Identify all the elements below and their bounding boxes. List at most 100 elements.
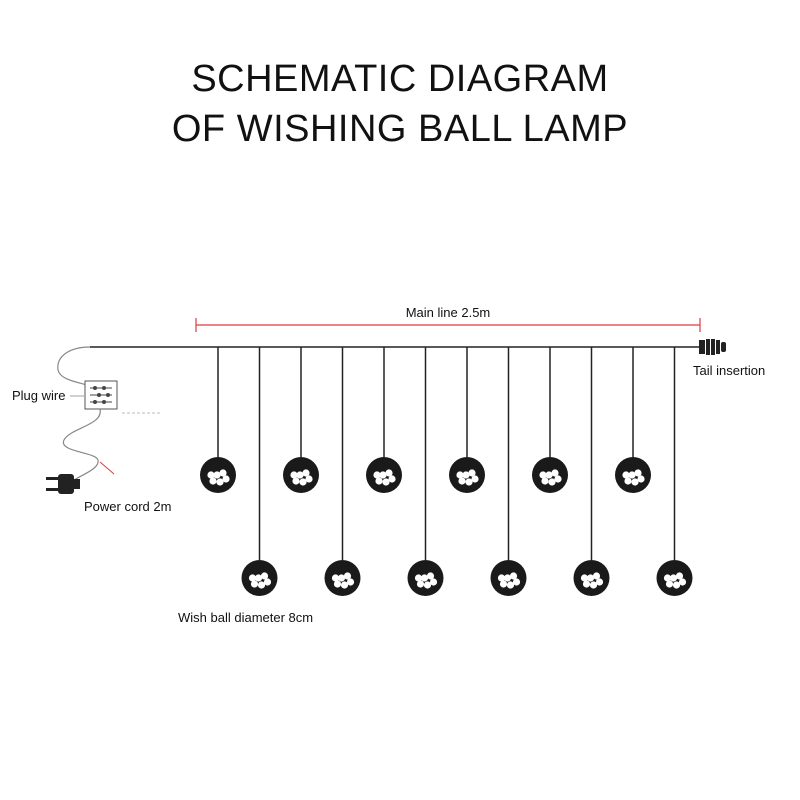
wish-ball (366, 457, 402, 493)
main-line-dimension (195, 318, 701, 332)
wish-ball (615, 457, 651, 493)
bulb (506, 581, 515, 589)
bulb (458, 477, 466, 485)
bulb (382, 478, 390, 486)
bulb (299, 478, 307, 486)
bulb (219, 469, 227, 477)
bulb (628, 471, 636, 479)
bulb (539, 471, 547, 479)
bulb (586, 574, 595, 582)
bulb (305, 475, 313, 483)
bulb (637, 475, 645, 483)
bulb (260, 572, 269, 580)
bulb (416, 580, 425, 588)
bulb (375, 477, 383, 485)
bulb (292, 477, 300, 485)
bulb (213, 471, 221, 479)
bulb (250, 580, 259, 588)
bulb (420, 574, 429, 582)
bulb (595, 578, 604, 586)
bulb (331, 574, 340, 582)
bulb (456, 471, 464, 479)
bulb (207, 471, 215, 479)
wish-ball (283, 457, 319, 493)
bulb (388, 475, 396, 483)
bulb (672, 581, 681, 589)
power-cord-leader (99, 461, 115, 475)
bulb (503, 574, 512, 582)
bulb (423, 581, 432, 589)
bulb (678, 578, 687, 586)
power-plug-icon (46, 474, 80, 494)
plug-wire-label: Plug wire (12, 388, 65, 403)
bulb (379, 471, 387, 479)
bulb (346, 578, 355, 586)
bulb (499, 580, 508, 588)
bulb (337, 574, 346, 582)
bulb (248, 574, 257, 582)
wish-ball (490, 560, 527, 596)
wish-ball (200, 457, 236, 493)
bulb (302, 469, 310, 477)
bulb (343, 572, 352, 580)
bulb (257, 581, 266, 589)
diagram-title-line-2: OF WISHING BALL LAMP (171, 108, 629, 150)
wish-ball (449, 457, 485, 493)
bulb (663, 574, 672, 582)
bulb (592, 572, 601, 580)
bulb (254, 574, 263, 582)
diagram-title-line-1: SCHEMATIC DIAGRAM (191, 58, 609, 100)
bulb (209, 477, 217, 485)
bulb (634, 469, 642, 477)
bulb (582, 580, 591, 588)
bulb (290, 471, 298, 479)
tail-insertion-connector (699, 339, 726, 355)
bulb (296, 471, 304, 479)
bulb (551, 469, 559, 477)
bulb (622, 471, 630, 479)
wish-ball (656, 560, 693, 596)
wish-ball (241, 560, 278, 596)
bulb (624, 477, 632, 485)
bulb (333, 580, 342, 588)
wish-ball (407, 560, 444, 596)
bulb (429, 578, 438, 586)
bulb (216, 478, 224, 486)
bulb (462, 471, 470, 479)
drop-strings (200, 347, 693, 596)
wish-ball (573, 560, 610, 596)
bulb (548, 478, 556, 486)
bulb (426, 572, 435, 580)
wish-ball-label: Wish ball diameter 8cm (178, 610, 313, 625)
bulb (512, 578, 521, 586)
bulb (675, 572, 684, 580)
plug-wire (57, 346, 91, 387)
bulb (631, 478, 639, 486)
wish-ball (532, 457, 568, 493)
bulb (554, 475, 562, 483)
bulb (222, 475, 230, 483)
tail-insertion-label: Tail insertion (693, 363, 765, 378)
bulb (580, 574, 589, 582)
bulb (669, 574, 678, 582)
bulb (509, 572, 518, 580)
main-line-label: Main line 2.5m (406, 305, 491, 320)
bulb (340, 581, 349, 589)
bulb (263, 578, 272, 586)
bulb (545, 471, 553, 479)
bulb (665, 580, 674, 588)
bulb (373, 471, 381, 479)
bulb (385, 469, 393, 477)
bulb (541, 477, 549, 485)
power-cord-label: Power cord 2m (84, 499, 171, 514)
bulb (589, 581, 598, 589)
bulb (497, 574, 506, 582)
power-cord (63, 408, 101, 481)
wish-ball (324, 560, 361, 596)
bulb (465, 478, 473, 486)
controller-box (84, 380, 118, 410)
bulb (414, 574, 423, 582)
bulb (471, 475, 479, 483)
bulb (468, 469, 476, 477)
